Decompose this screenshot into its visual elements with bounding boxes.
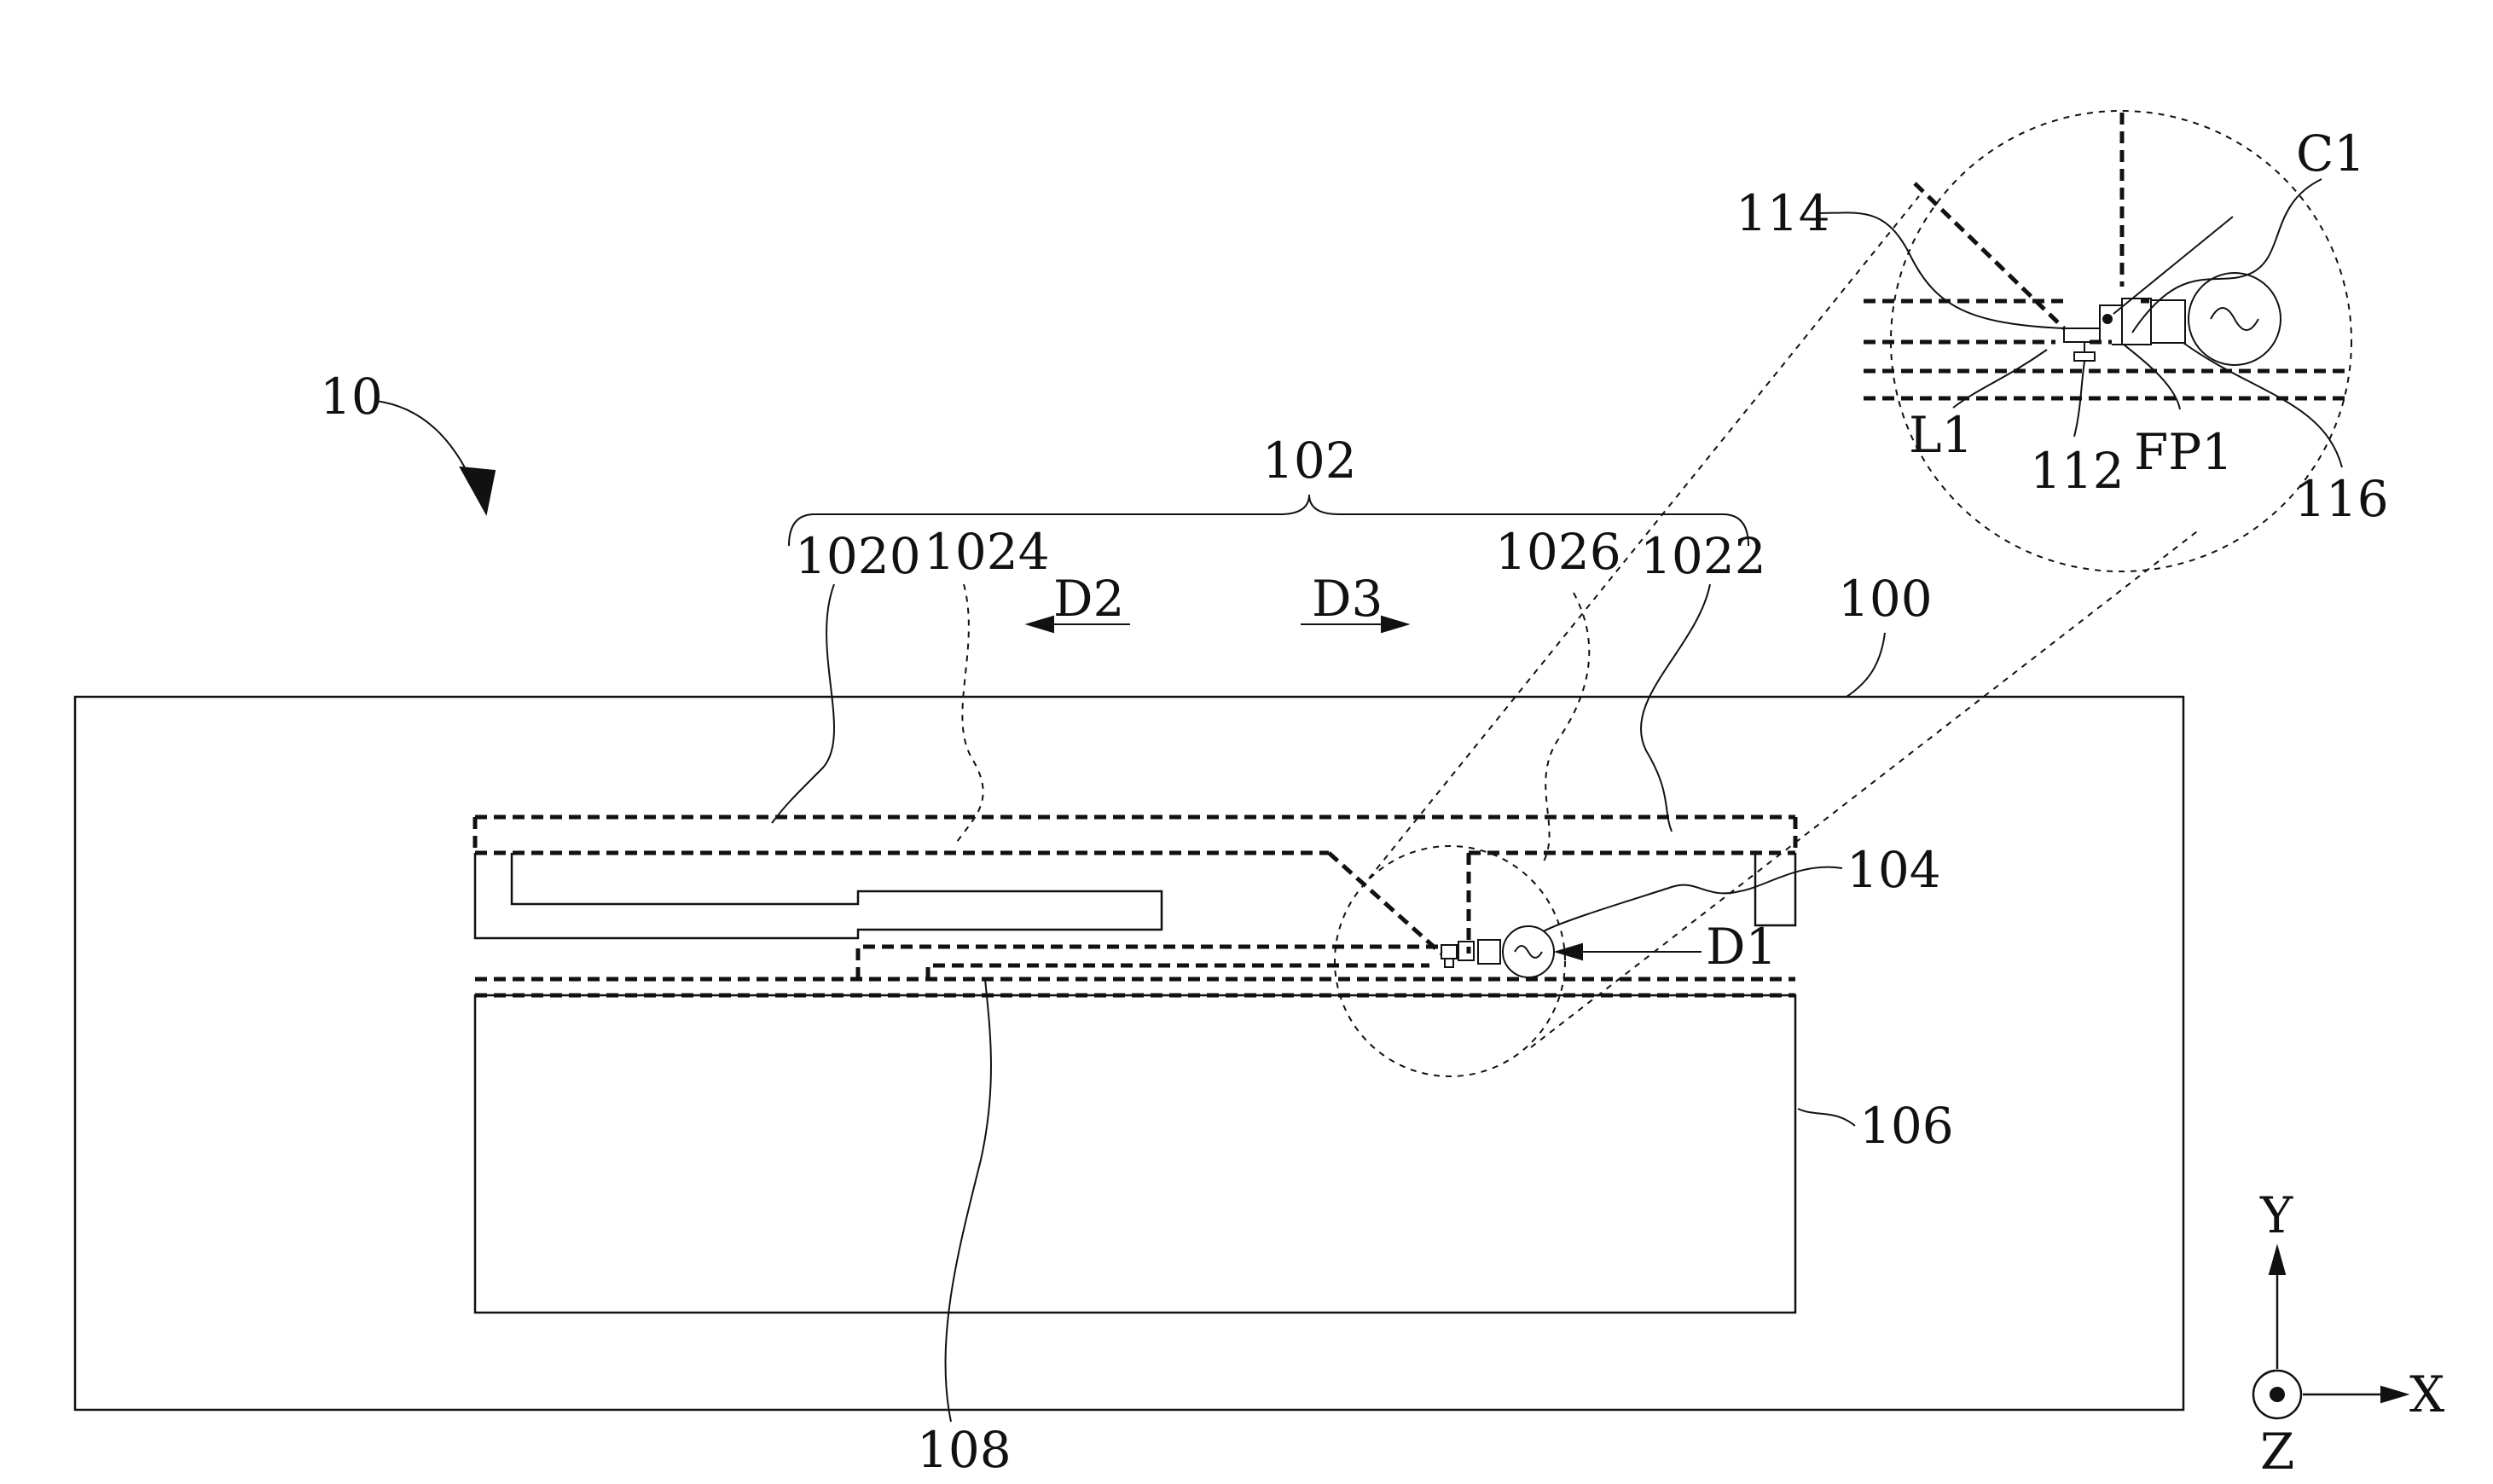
label-100: 100 bbox=[1838, 570, 1933, 628]
label-10: 10 bbox=[320, 368, 383, 426]
label-fp1: FP1 bbox=[2134, 423, 2233, 481]
leader-1020 bbox=[772, 584, 834, 823]
label-1026: 1026 bbox=[1495, 523, 1621, 581]
label-102: 102 bbox=[1262, 432, 1357, 490]
label-114: 114 bbox=[1736, 184, 1830, 242]
label-106: 106 bbox=[1859, 1097, 1954, 1155]
leader-106 bbox=[1798, 1109, 1855, 1126]
leader-1022 bbox=[1641, 584, 1710, 832]
label-1024: 1024 bbox=[924, 523, 1050, 581]
arrow-10 bbox=[375, 401, 478, 495]
label-104: 104 bbox=[1847, 841, 1941, 899]
label-axis-x: X bbox=[2409, 1365, 2445, 1423]
leader-1024 bbox=[955, 584, 983, 844]
label-1022: 1022 bbox=[1640, 527, 1766, 585]
label-d1: D1 bbox=[1706, 918, 1777, 976]
inset-detail bbox=[1864, 113, 2350, 398]
leader-114 bbox=[1817, 212, 2064, 328]
label-1020: 1020 bbox=[795, 527, 921, 585]
antenna-structure bbox=[475, 817, 1795, 995]
label-axis-z: Z bbox=[2260, 1423, 2294, 1481]
label-108: 108 bbox=[917, 1421, 1012, 1479]
label-112: 112 bbox=[2030, 442, 2125, 500]
substrate-outline bbox=[75, 697, 2183, 1410]
label-116: 116 bbox=[2294, 470, 2389, 528]
label-c1: C1 bbox=[2296, 125, 2365, 183]
label-d2: D2 bbox=[1053, 570, 1124, 628]
axis-triad bbox=[2253, 1247, 2407, 1418]
label-l1: L1 bbox=[1909, 406, 1973, 464]
ground-plane bbox=[475, 995, 1795, 1313]
label-axis-y: Y bbox=[2259, 1186, 2293, 1244]
detail-circle bbox=[1335, 846, 1565, 1076]
feed-source bbox=[1441, 926, 1554, 977]
label-d3: D3 bbox=[1312, 570, 1383, 628]
leader-100 bbox=[1847, 633, 1885, 697]
leader-108 bbox=[945, 979, 990, 1422]
